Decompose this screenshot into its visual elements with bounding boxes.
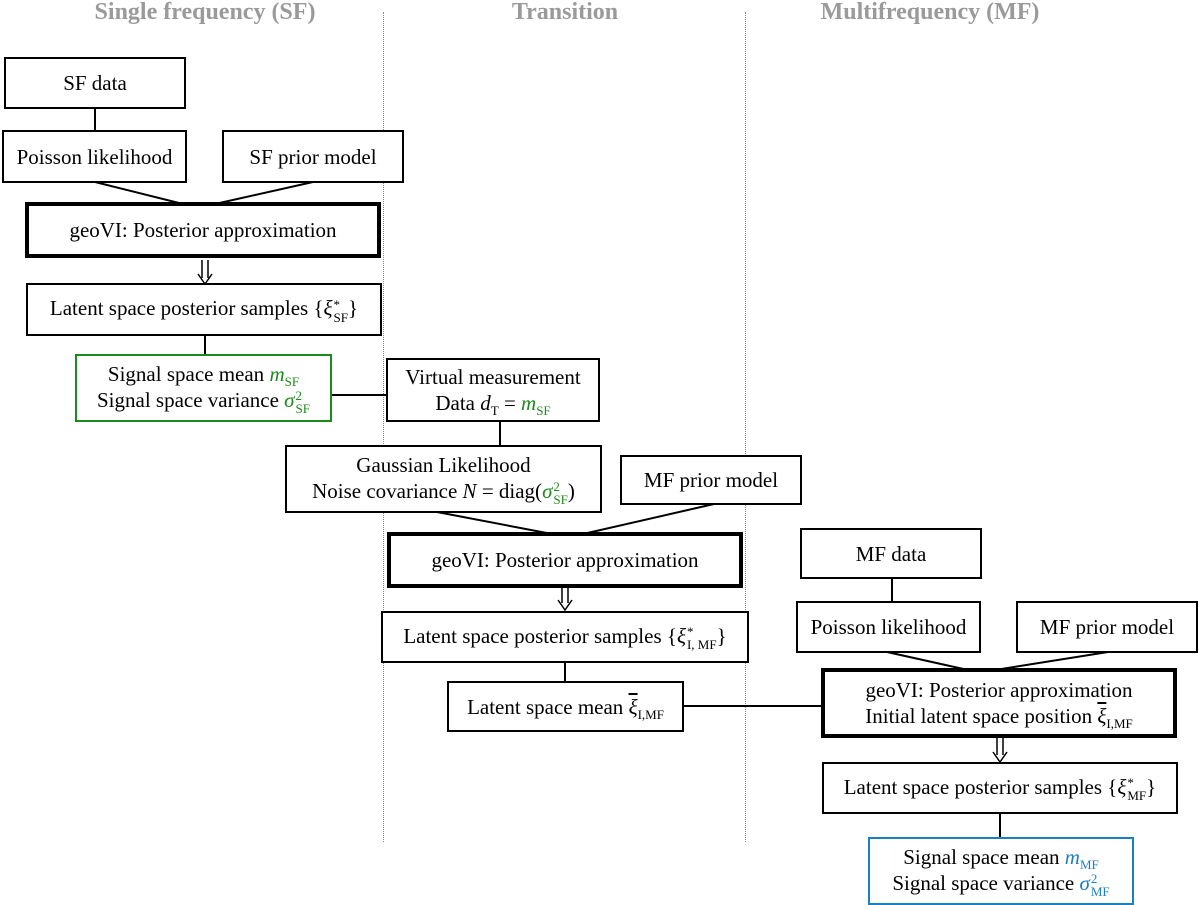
virtual-measurement-data-label: Data dT = mSF bbox=[435, 391, 551, 419]
mf-signal-mean-label: Signal space mean mMF bbox=[903, 844, 1099, 873]
mf-data-box: MF data bbox=[800, 528, 982, 579]
link-prior-geovi bbox=[582, 503, 715, 535]
sf-prior-model-box: SF prior model bbox=[222, 130, 404, 183]
link-mf-likelihood-geovi bbox=[886, 651, 969, 671]
mf-initial-position-label: Initial latent space position ξI,MF bbox=[865, 704, 1133, 732]
sf-poisson-likelihood-box: Poisson likelihood bbox=[2, 130, 187, 183]
mf-geovi-box: geoVI: Posterior approximation Initial l… bbox=[821, 668, 1177, 738]
header-transition: Transition bbox=[511, 0, 619, 25]
latent-space-mean-label: Latent space mean ξI,MF bbox=[467, 694, 664, 722]
sf-data-box: SF data bbox=[4, 57, 186, 109]
mf-poisson-likelihood-box: Poisson likelihood bbox=[796, 601, 981, 653]
transition-posterior-samples-box: Latent space posterior samples {ξ*I, MF} bbox=[381, 611, 749, 663]
sf-prior-model-label: SF prior model bbox=[249, 144, 377, 169]
sf-poisson-likelihood-label: Poisson likelihood bbox=[16, 144, 173, 169]
sf-data-label: SF data bbox=[63, 71, 127, 95]
sf-signal-mean-label: Signal space mean mSF bbox=[107, 361, 300, 390]
link-gaussian-geovi bbox=[436, 511, 553, 535]
link-mf-prior-geovi bbox=[994, 651, 1109, 671]
transition-mf-prior-model-box: MF prior model bbox=[620, 455, 802, 505]
transition-mf-prior-model-label: MF prior model bbox=[643, 468, 779, 492]
mf-data-label: MF data bbox=[855, 541, 927, 566]
latent-space-mean-box: Latent space mean ξI,MF bbox=[447, 681, 684, 732]
sf-posterior-samples-label: Latent space posterior samples {ξ*SF} bbox=[49, 296, 359, 325]
transition-geovi-box: geoVI: Posterior approximation bbox=[387, 532, 743, 588]
link-sf-prior-geovi bbox=[214, 181, 314, 205]
sf-geovi-label: geoVI: Posterior approximation bbox=[69, 218, 337, 242]
sf-posterior-samples-box: Latent space posterior samples {ξ*SF} bbox=[26, 283, 382, 336]
sf-signal-space-box: Signal space mean mSF Signal space varia… bbox=[75, 354, 332, 422]
mf-geovi-label: geoVI: Posterior approximation bbox=[865, 678, 1133, 702]
gaussian-likelihood-label: Gaussian Likelihood bbox=[356, 452, 531, 477]
mf-posterior-samples-label: Latent space posterior samples {ξ*MF} bbox=[843, 774, 1157, 804]
mf-posterior-samples-box: Latent space posterior samples {ξ*MF} bbox=[822, 762, 1178, 814]
header-multifrequency: Multifrequency (MF) bbox=[820, 0, 1040, 25]
sf-geovi-box: geoVI: Posterior approximation bbox=[25, 202, 381, 258]
mf-prior-model-box: MF prior model bbox=[1016, 601, 1198, 653]
mf-poisson-likelihood-label: Poisson likelihood bbox=[810, 615, 967, 639]
mf-prior-model-label: MF prior model bbox=[1039, 615, 1175, 639]
link-sf-likelihood-geovi bbox=[94, 181, 184, 205]
double-arrow-transition bbox=[557, 586, 573, 612]
divider-transition-mf bbox=[745, 12, 746, 842]
virtual-measurement-box: Virtual measurement Data dT = mSF bbox=[386, 358, 600, 422]
transition-geovi-label: geoVI: Posterior approximation bbox=[431, 548, 699, 572]
gaussian-likelihood-box: Gaussian Likelihood Noise covariance N =… bbox=[285, 445, 602, 513]
header-single-frequency: Single frequency (SF) bbox=[94, 0, 316, 25]
mf-signal-space-box: Signal space mean mMF Signal space varia… bbox=[868, 837, 1134, 905]
transition-posterior-samples-label: Latent space posterior samples {ξ*I, MF} bbox=[403, 623, 727, 653]
divider-sf-transition bbox=[383, 12, 384, 842]
virtual-measurement-label: Virtual measurement bbox=[405, 365, 581, 389]
double-arrow-mf bbox=[992, 738, 1008, 764]
double-arrow-sf bbox=[197, 260, 213, 286]
